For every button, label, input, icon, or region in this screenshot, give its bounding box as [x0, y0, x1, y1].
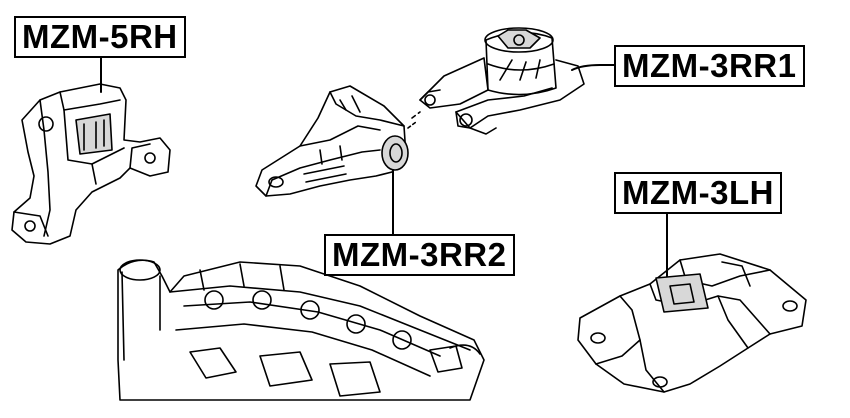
part-label-mzm-3rr1: MZM-3RR1 — [614, 45, 805, 87]
leader-lines — [100, 57, 668, 289]
engine-block-drawing — [117, 259, 485, 401]
engine-mount-3rr2-drawing — [255, 85, 409, 197]
engine-mount-3rr1-drawing — [407, 27, 585, 135]
part-label-mzm-3lh: MZM-3LH — [614, 172, 782, 214]
engine-mount-5rh-drawing — [11, 83, 171, 245]
part-label-mzm-5rh: MZM-5RH — [14, 16, 186, 58]
leader-line-3rr1 — [571, 64, 615, 71]
part-label-mzm-3rr2: MZM-3RR2 — [324, 234, 515, 276]
engine-mount-3lh-drawing — [577, 253, 807, 393]
